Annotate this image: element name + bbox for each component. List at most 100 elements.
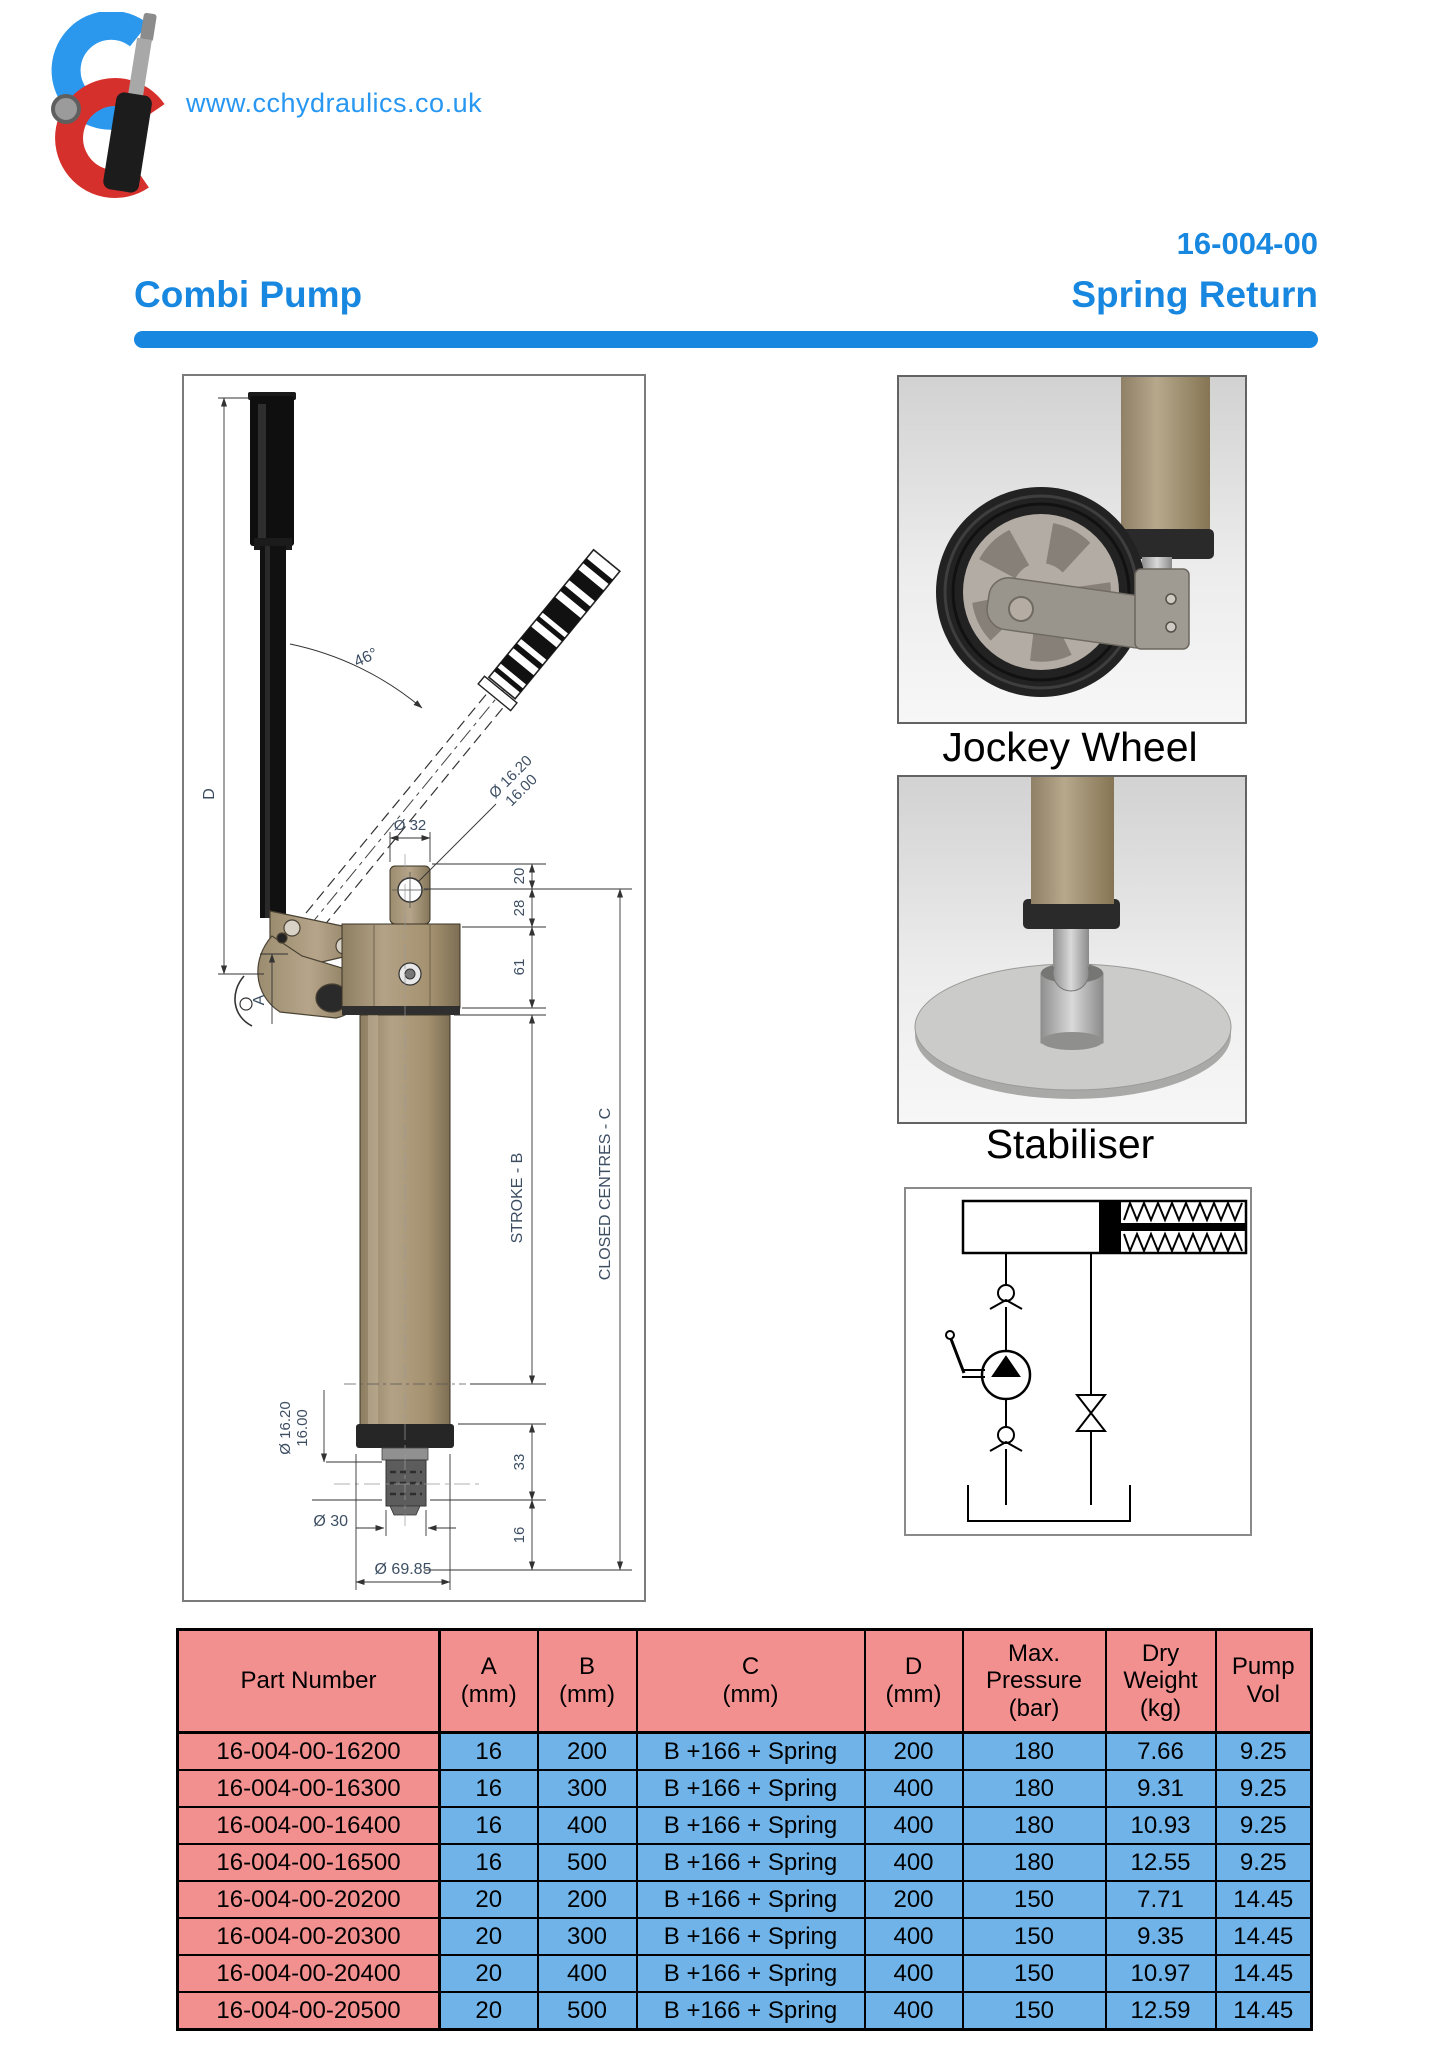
- pump-tube: [1121, 377, 1210, 535]
- part-number-cell: 16-004-00-20300: [176, 1917, 441, 1956]
- circuit-spring-bottom: [1123, 1231, 1243, 1254]
- dimension-closed-centres-c: CLOSED CENTRES - C: [597, 888, 624, 1571]
- column-header: Max. Pressure (bar): [961, 1628, 1107, 1734]
- dimension-33-16: 33 16: [424, 1423, 632, 1571]
- angle-label: 46°: [352, 645, 381, 671]
- part-number-cell: 16-004-00-16400: [176, 1806, 441, 1845]
- spec-cell: B +166 + Spring: [635, 1917, 866, 1956]
- title-divider-bar: [134, 331, 1318, 348]
- spec-cell: 20: [438, 1880, 539, 1919]
- dimension-base-dia: Ø 69.85: [355, 1454, 451, 1590]
- spec-cell: 7.66: [1104, 1731, 1217, 1771]
- spec-cell: 400: [536, 1954, 638, 1993]
- spec-cell: 500: [536, 1991, 638, 2031]
- spec-cell: 300: [536, 1769, 638, 1808]
- stabiliser-image: [897, 775, 1247, 1124]
- column-header: D (mm): [863, 1628, 964, 1734]
- spec-cell: 9.25: [1214, 1769, 1313, 1808]
- circuit-piston: [1099, 1200, 1121, 1254]
- page-title: Combi Pump: [134, 274, 363, 315]
- raised-handle-phantom: [288, 548, 621, 952]
- logo-cylinder: [103, 12, 157, 193]
- circuit-hand-pump: [945, 1330, 1032, 1401]
- spec-cell: 14.45: [1214, 1917, 1313, 1956]
- spec-cell: 150: [961, 1954, 1107, 1993]
- circuit-check-valve-bottom: [989, 1426, 1023, 1452]
- spec-cell: 9.25: [1214, 1843, 1313, 1882]
- pump-tube: [1031, 777, 1114, 904]
- part-number-cell: 16-004-00-20200: [176, 1880, 441, 1919]
- spec-cell: B +166 + Spring: [635, 1954, 866, 1993]
- dimension-d: D: [201, 397, 264, 975]
- spec-cell: 400: [863, 1806, 964, 1845]
- circuit-tank: [967, 1485, 1131, 1522]
- part-number-cell: 16-004-00-20500: [176, 1991, 441, 2031]
- dimension-right-stack: 20 28 61: [424, 863, 632, 1009]
- spec-cell: 400: [863, 1991, 964, 2031]
- spec-cell: B +166 + Spring: [635, 1991, 866, 2031]
- dim-61-label: 61: [511, 959, 528, 976]
- spec-cell: 400: [863, 1843, 964, 1882]
- spec-cell: 10.93: [1104, 1806, 1217, 1845]
- spec-cell: 16: [438, 1806, 539, 1845]
- dimension-outlet-dia: Ø 16.20 16.00: [277, 1390, 382, 1501]
- spec-cell: 300: [536, 1917, 638, 1956]
- angle-dimension: 46°: [289, 643, 423, 709]
- logo-blue-c: [51, 12, 148, 130]
- spec-cell: 12.59: [1104, 1991, 1217, 2031]
- logo-pin: [51, 94, 81, 124]
- outlet-dia-line2: 16.00: [294, 1409, 311, 1447]
- hydraulic-circuit-diagram: [904, 1187, 1252, 1536]
- spec-cell: B +166 + Spring: [635, 1731, 866, 1771]
- spec-cell: 16: [438, 1843, 539, 1882]
- spec-cell: B +166 + Spring: [635, 1806, 866, 1845]
- spec-cell: 200: [863, 1880, 964, 1919]
- spec-cell: 9.25: [1214, 1731, 1313, 1771]
- piston-rod: [1053, 927, 1089, 967]
- spec-cell: 200: [536, 1880, 638, 1919]
- boss-dia-label: Ø 32: [394, 817, 427, 834]
- dimension-stroke-b: STROKE - B: [454, 1014, 546, 1385]
- spec-cell: 20: [438, 1954, 539, 1993]
- base-dia-label: Ø 69.85: [375, 1561, 432, 1578]
- tube-collar: [1117, 529, 1214, 559]
- spec-cell: 500: [536, 1843, 638, 1882]
- dimension-boss-dia: Ø 32: [389, 817, 431, 862]
- jockey-wheel-caption: Jockey Wheel: [942, 724, 1198, 770]
- part-number-cell: 16-004-00-16200: [176, 1731, 441, 1771]
- spec-cell: 9.25: [1214, 1806, 1313, 1845]
- outlet-dia-line1: Ø 16.20: [277, 1401, 294, 1454]
- spec-cell: B +166 + Spring: [635, 1880, 866, 1919]
- column-header: A (mm): [438, 1628, 539, 1734]
- stroke-b-label: STROKE - B: [509, 1153, 526, 1244]
- spec-cell: B +166 + Spring: [635, 1769, 866, 1808]
- column-header: C (mm): [635, 1628, 866, 1734]
- pump-handle: [248, 392, 296, 918]
- spec-cell: 200: [863, 1731, 964, 1771]
- part-number-cell: 16-004-00-16300: [176, 1769, 441, 1808]
- spec-cell: 9.31: [1104, 1769, 1217, 1808]
- dimension-a: A: [251, 953, 288, 1024]
- stabiliser-caption: Stabiliser: [985, 1121, 1155, 1167]
- spec-cell: 12.55: [1104, 1843, 1217, 1882]
- column-header: Part Number: [176, 1628, 441, 1734]
- arm-pivot-hole: [1008, 596, 1034, 622]
- column-header: Pump Vol: [1214, 1628, 1313, 1734]
- spec-cell: 400: [536, 1806, 638, 1845]
- site-url[interactable]: www.cchydraulics.co.uk: [186, 88, 483, 118]
- spec-cell: 150: [961, 1880, 1107, 1919]
- spec-cell: 10.97: [1104, 1954, 1217, 1993]
- spec-cell: 14.45: [1214, 1880, 1313, 1919]
- spec-cell: 16: [438, 1731, 539, 1771]
- technical-drawing-frame: 46°: [182, 374, 646, 1602]
- circuit-check-valve-top: [989, 1284, 1023, 1310]
- spec-cell: 180: [961, 1731, 1107, 1771]
- spec-cell: 400: [863, 1769, 964, 1808]
